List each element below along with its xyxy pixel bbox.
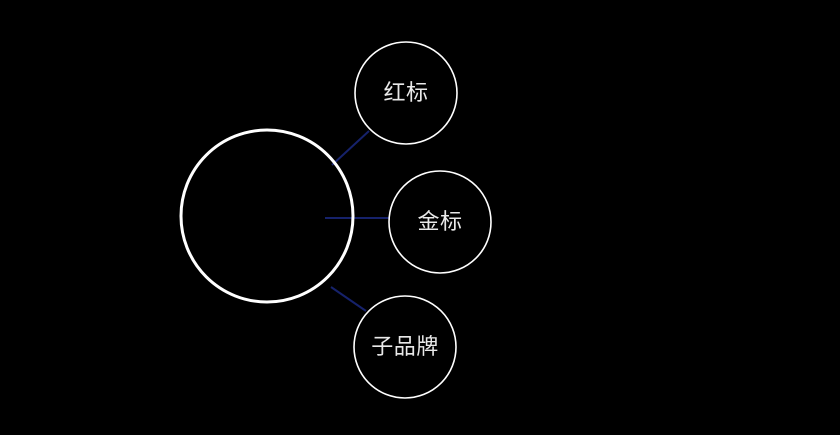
node-label-red-label: 红标 xyxy=(383,81,429,106)
root-node-circle[interactable] xyxy=(179,128,355,304)
connector-root-to-red-label xyxy=(331,130,370,166)
node-circle-red-label[interactable] xyxy=(354,41,458,145)
node-circle-gold-label[interactable] xyxy=(388,170,492,274)
node-label-sub-brand: 子品牌 xyxy=(371,335,439,360)
node-label-gold-label: 金标 xyxy=(417,210,463,235)
node-circle-sub-brand[interactable] xyxy=(353,295,457,399)
connector-root-to-sub-brand xyxy=(330,286,367,312)
